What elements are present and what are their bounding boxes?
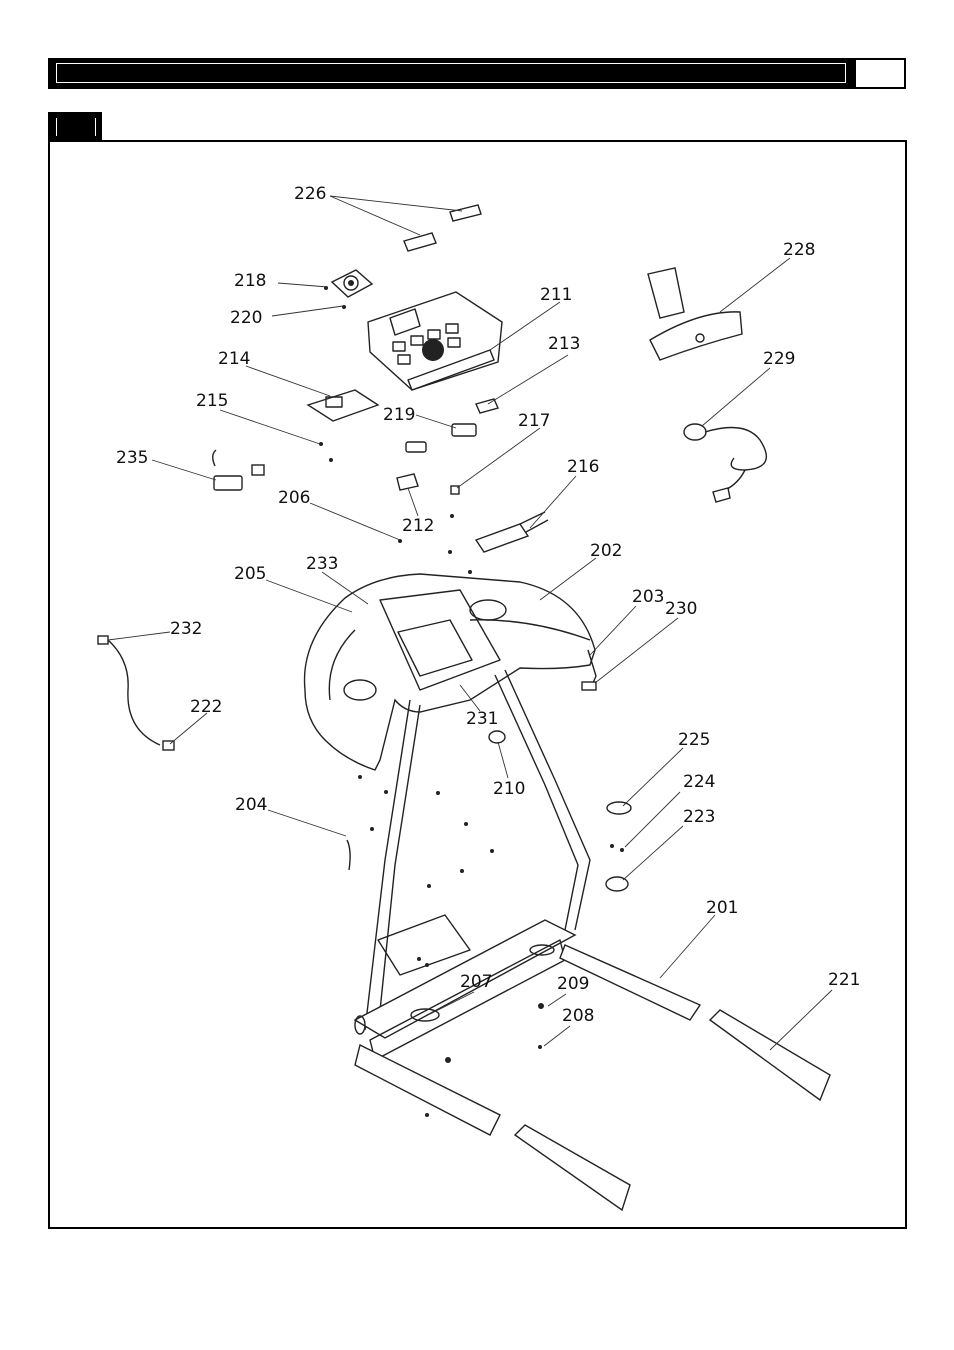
- part-213-pad: [476, 399, 498, 413]
- callout-205: 205: [234, 564, 266, 584]
- callout-215: 215: [196, 391, 228, 411]
- callout-221: 221: [828, 970, 860, 990]
- callout-216: 216: [567, 457, 599, 477]
- callout-214: 214: [218, 349, 250, 369]
- callout-217: 217: [518, 411, 550, 431]
- callout-211: 211: [540, 285, 572, 305]
- part-210-knob: [489, 731, 505, 743]
- part-212-square: [397, 474, 418, 490]
- callout-209: 209: [557, 974, 589, 994]
- part-221-end-caps: [515, 1010, 830, 1210]
- callout-218: 218: [234, 271, 266, 291]
- callout-230: 230: [665, 599, 697, 619]
- part-211-console: [368, 292, 502, 390]
- part-223-pad: [606, 877, 628, 891]
- callout-206: 206: [278, 488, 310, 508]
- callout-222: 222: [190, 697, 222, 717]
- callout-233: 233: [306, 554, 338, 574]
- callout-204: 204: [235, 795, 267, 815]
- part-235-module: [213, 450, 264, 490]
- callout-224: 224: [683, 772, 715, 792]
- part-232-cable: [98, 636, 174, 750]
- callout-220: 220: [230, 308, 262, 328]
- callout-212: 212: [402, 516, 434, 536]
- part-204-bracket: [347, 840, 350, 870]
- callout-203: 203: [632, 587, 664, 607]
- callout-207: 207: [460, 972, 492, 992]
- callout-213: 213: [548, 334, 580, 354]
- part-226-strips: [404, 205, 481, 251]
- callout-208: 208: [562, 1006, 594, 1026]
- callout-226: 226: [294, 184, 326, 204]
- callout-232: 232: [170, 619, 202, 639]
- part-218-fan: [332, 270, 372, 297]
- callout-235: 235: [116, 448, 148, 468]
- callout-229: 229: [763, 349, 795, 369]
- part-225-oval: [607, 802, 631, 814]
- callout-228: 228: [783, 240, 815, 260]
- part-229-sensor: [684, 424, 766, 502]
- part-202-console-frame: [305, 574, 596, 770]
- callout-225: 225: [678, 730, 710, 750]
- part-219-speaker: [406, 424, 476, 452]
- callout-231: 231: [466, 709, 498, 729]
- callout-202: 202: [590, 541, 622, 561]
- part-216-board: [476, 512, 548, 552]
- callout-219: 219: [383, 405, 415, 425]
- part-201-base-frame: [355, 915, 700, 1135]
- callout-201: 201: [706, 898, 738, 918]
- part-228-tray: [648, 268, 742, 360]
- part-214-board: [308, 390, 378, 421]
- callout-223: 223: [683, 807, 715, 827]
- callout-210: 210: [493, 779, 525, 799]
